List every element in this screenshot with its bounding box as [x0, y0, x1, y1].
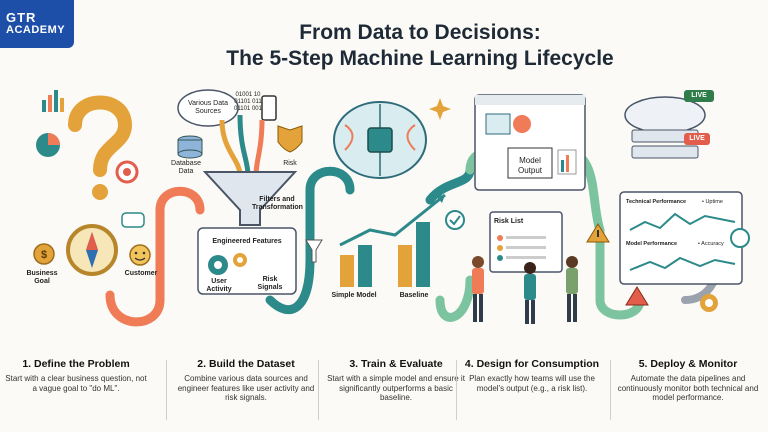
- step-1-description: Start with a clear business question, no…: [5, 374, 147, 393]
- small-bar-chart-icon: [42, 90, 64, 112]
- gtr-academy-logo: GTR ACADEMY: [0, 0, 74, 48]
- step-divider: [166, 360, 167, 420]
- step-divider: [456, 360, 457, 420]
- step-2: 2. Build the Dataset Combine various dat…: [172, 358, 320, 403]
- binary-line-3: 01101 001: [234, 106, 262, 112]
- dashboard-screen: [474, 94, 586, 191]
- sparkle-icon: [429, 98, 451, 120]
- step-4-heading: 4. Design for Consumption: [464, 358, 600, 370]
- step-1-heading: 1. Define the Problem: [22, 358, 130, 370]
- simple-model-label: Simple Model: [331, 292, 377, 299]
- live-badge-label-1: LIVE: [691, 92, 707, 99]
- step-2-description: Combine various data sources and enginee…: [177, 374, 315, 402]
- page-title-line1: From Data to Decisions:: [299, 21, 541, 44]
- step-1: 1. Define the Problem Start with a clear…: [2, 358, 150, 393]
- dollar-coin-icon: $: [33, 243, 55, 265]
- server-cloud-icon: [624, 96, 706, 159]
- step-2-heading: 2. Build the Dataset: [197, 358, 295, 370]
- step-5-heading: 5. Deploy & Monitor: [638, 358, 738, 370]
- risk-list-label: Risk List: [494, 218, 524, 225]
- pipe-teal-left: [265, 166, 355, 314]
- risk-list-sheet: [489, 211, 563, 273]
- live-badge-top: [684, 90, 714, 102]
- phone-icon: [261, 95, 277, 121]
- customer-smiley-icon: [129, 244, 151, 266]
- user-activity-label: User Activity: [206, 278, 232, 293]
- page-title-line2: The 5-Step Machine Learning Lifecycle: [226, 47, 614, 70]
- refresh-icon: [730, 228, 750, 248]
- pie-chart-icon: [36, 133, 60, 157]
- funnel-icon: [202, 171, 298, 226]
- brain-icon: [333, 101, 427, 179]
- warning-icon: [586, 223, 610, 243]
- step-5-description: Automate the data pipelines and continuo…: [617, 374, 759, 402]
- gear-icon-deploy: [700, 294, 718, 312]
- logo-line1: GTR: [6, 10, 37, 25]
- step-3-heading: 3. Train & Evaluate: [349, 358, 443, 370]
- technical-performance-label: Technical Performance: [626, 199, 687, 205]
- step-divider: [610, 360, 611, 420]
- data-sources-cloud-icon: [177, 89, 239, 127]
- uptime-legend: • Uptime: [702, 199, 723, 205]
- database-data-label: Database Data: [171, 160, 201, 175]
- target-icon: [115, 160, 139, 184]
- step-4-description: Plan exactly how teams will use the mode…: [469, 374, 595, 393]
- binary-line-2: 01101 011: [234, 99, 262, 105]
- business-goal-label: Business Goal: [26, 270, 58, 285]
- person-2: [524, 262, 536, 324]
- person-1: [472, 256, 484, 322]
- logo-line2: ACADEMY: [6, 24, 66, 36]
- lifecycle-steps: 1. Define the Problem Start with a clear…: [0, 358, 768, 432]
- check-circle-icon: [445, 210, 465, 230]
- step-4: 4. Design for Consumption Plan exactly h…: [458, 358, 606, 393]
- various-data-sources-label: Various Data Sources: [188, 100, 228, 115]
- warning-red-icon: [625, 286, 649, 306]
- step-divider: [318, 360, 319, 420]
- customer-label: Customer: [124, 270, 158, 277]
- gear-icon-orange: [233, 253, 247, 267]
- risk-label: Risk: [283, 160, 297, 167]
- person-3: [566, 256, 578, 322]
- compass-icon: [66, 224, 118, 276]
- funnel-small-icon: [305, 239, 323, 263]
- filters-transformation-label: Filters and Transformation: [252, 196, 303, 211]
- model-performance-label: Model Performance: [626, 241, 678, 247]
- gear-icon: [208, 255, 228, 275]
- engineered-features-box: [197, 227, 297, 295]
- chat-bubble-icon: [121, 212, 145, 228]
- pipe-green-low: [435, 275, 475, 322]
- svg-text:$: $: [41, 249, 47, 261]
- database-icon: [177, 135, 203, 159]
- pipe-orange: [105, 186, 205, 327]
- step-3-description: Start with a simple model and ensure it …: [327, 374, 465, 402]
- question-mark-icon: [68, 95, 133, 200]
- binary-line-1: 01001 10: [235, 92, 261, 98]
- baseline-label: Baseline: [399, 292, 429, 299]
- performance-bar-chart: [339, 193, 446, 287]
- data-streams: [219, 114, 265, 176]
- pipe-teal-right: [425, 165, 475, 205]
- live-badge-label-2: LIVE: [689, 135, 705, 142]
- risk-signals-label: Risk Signals: [257, 276, 283, 291]
- live-badge-mid: [684, 133, 710, 145]
- model-output-label: Model Output: [517, 156, 542, 175]
- step-3: 3. Train & Evaluate Start with a simple …: [322, 358, 470, 403]
- step-5: 5. Deploy & Monitor Automate the data pi…: [614, 358, 762, 403]
- shield-icon: [277, 125, 303, 153]
- engineered-features-label: Engineered Features: [212, 238, 282, 245]
- accuracy-legend: • Accuracy: [698, 241, 724, 247]
